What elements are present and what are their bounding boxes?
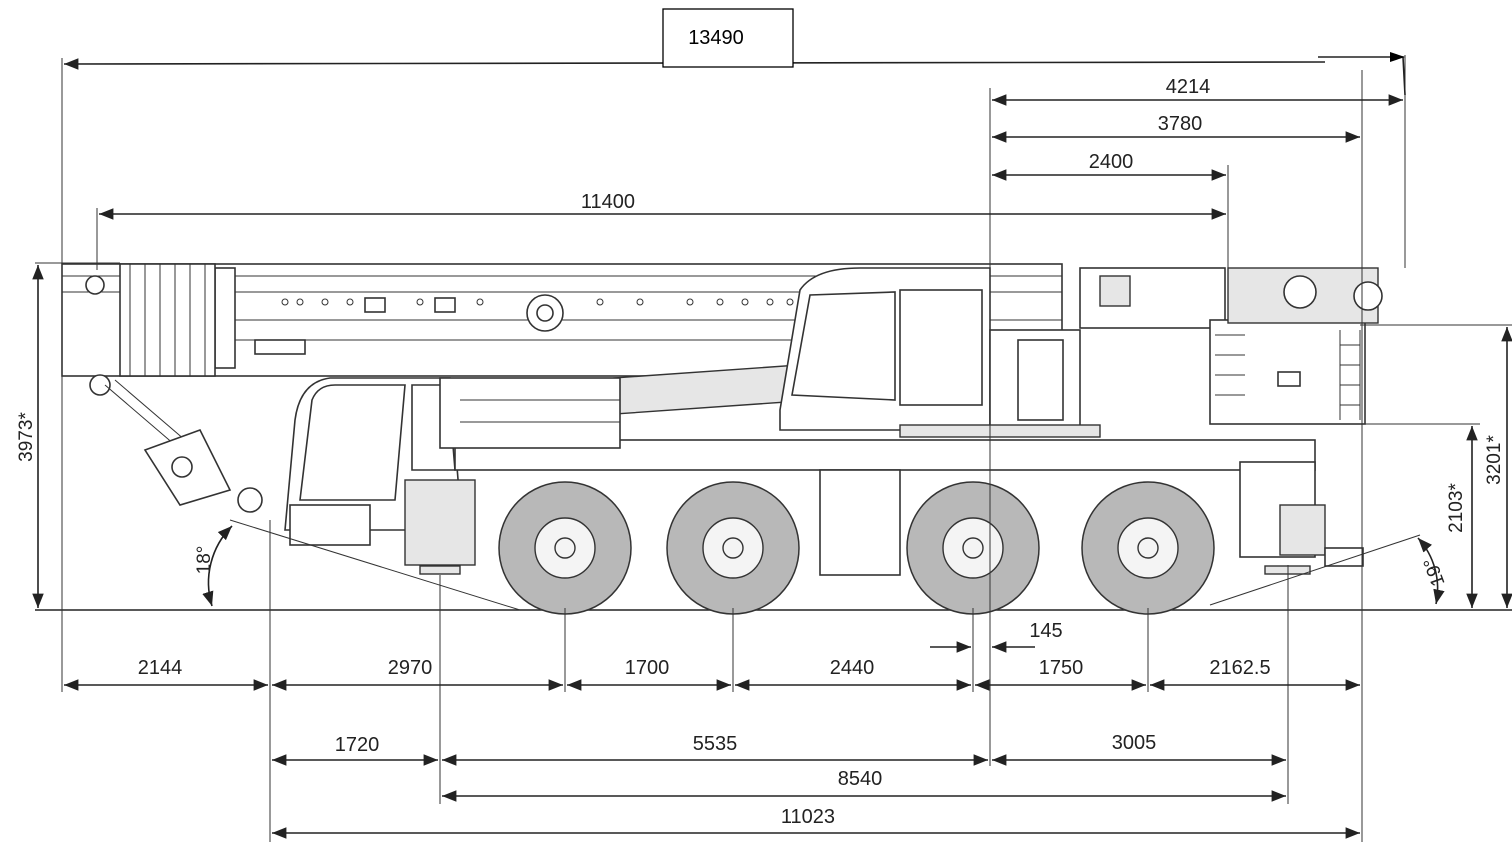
dim-row-2: 1720 5535 3005 [272,732,1286,766]
dim-label: 2440 [830,657,875,679]
superstructure [779,267,1383,438]
overall-length-label: 13490 [688,27,744,49]
dim-offset-145: 145 [930,620,1063,653]
wheel-axle-2 [666,481,800,615]
dim-label: 11400 [581,191,635,213]
dim-label: 2162.5 [1209,657,1270,679]
dim-label: 1750 [1039,657,1084,679]
crane-illustration [35,263,1512,615]
dim-4214: 4214 [992,76,1403,106]
dim-right-height: 3201* [1484,327,1512,608]
wheel-axle-3 [906,481,1040,615]
dim-boom-length: 11400 [99,191,1226,220]
dim-label: 2144 [138,657,183,679]
dim-label: 11023 [781,806,835,828]
dim-label: 1720 [335,734,380,756]
dim-3780: 3780 [992,113,1360,143]
dim-label: 5535 [693,733,738,755]
dim-row-1: 2144 2970 1700 2440 1750 2162.5 [64,657,1360,691]
dim-label: 3201* [1484,435,1505,485]
dim-label: 1700 [625,657,670,679]
dim-overall-height: 3973* [16,265,44,608]
dim-label: 4214 [1166,76,1211,98]
dim-2400: 2400 [992,151,1226,181]
dim-label: 8540 [838,768,883,790]
dim-label: 3973* [16,412,37,462]
dim-label: 2400 [1089,151,1134,173]
extension-lines [35,55,1512,842]
angle-rear: 19° [1417,537,1450,605]
dim-label: 145 [1029,620,1062,642]
wheel-axle-1 [498,481,632,615]
dim-8540: 8540 [442,768,1286,802]
dim-label: 3780 [1158,113,1203,135]
hook-block [104,379,263,513]
dim-label: 3005 [1112,732,1157,754]
angle-front: 18° [194,525,233,607]
dim-mid-height: 2103* [1446,426,1478,608]
dim-overall-length: 13490 [63,8,1406,96]
dim-label: 2103* [1446,483,1467,533]
overall-length-box [662,8,794,68]
angle-label: 18° [194,546,215,575]
wheel-axle-4 [1081,481,1215,615]
dim-label: 2970 [388,657,433,679]
dim-11023: 11023 [272,806,1360,839]
angle-label: 19° [1420,555,1450,589]
